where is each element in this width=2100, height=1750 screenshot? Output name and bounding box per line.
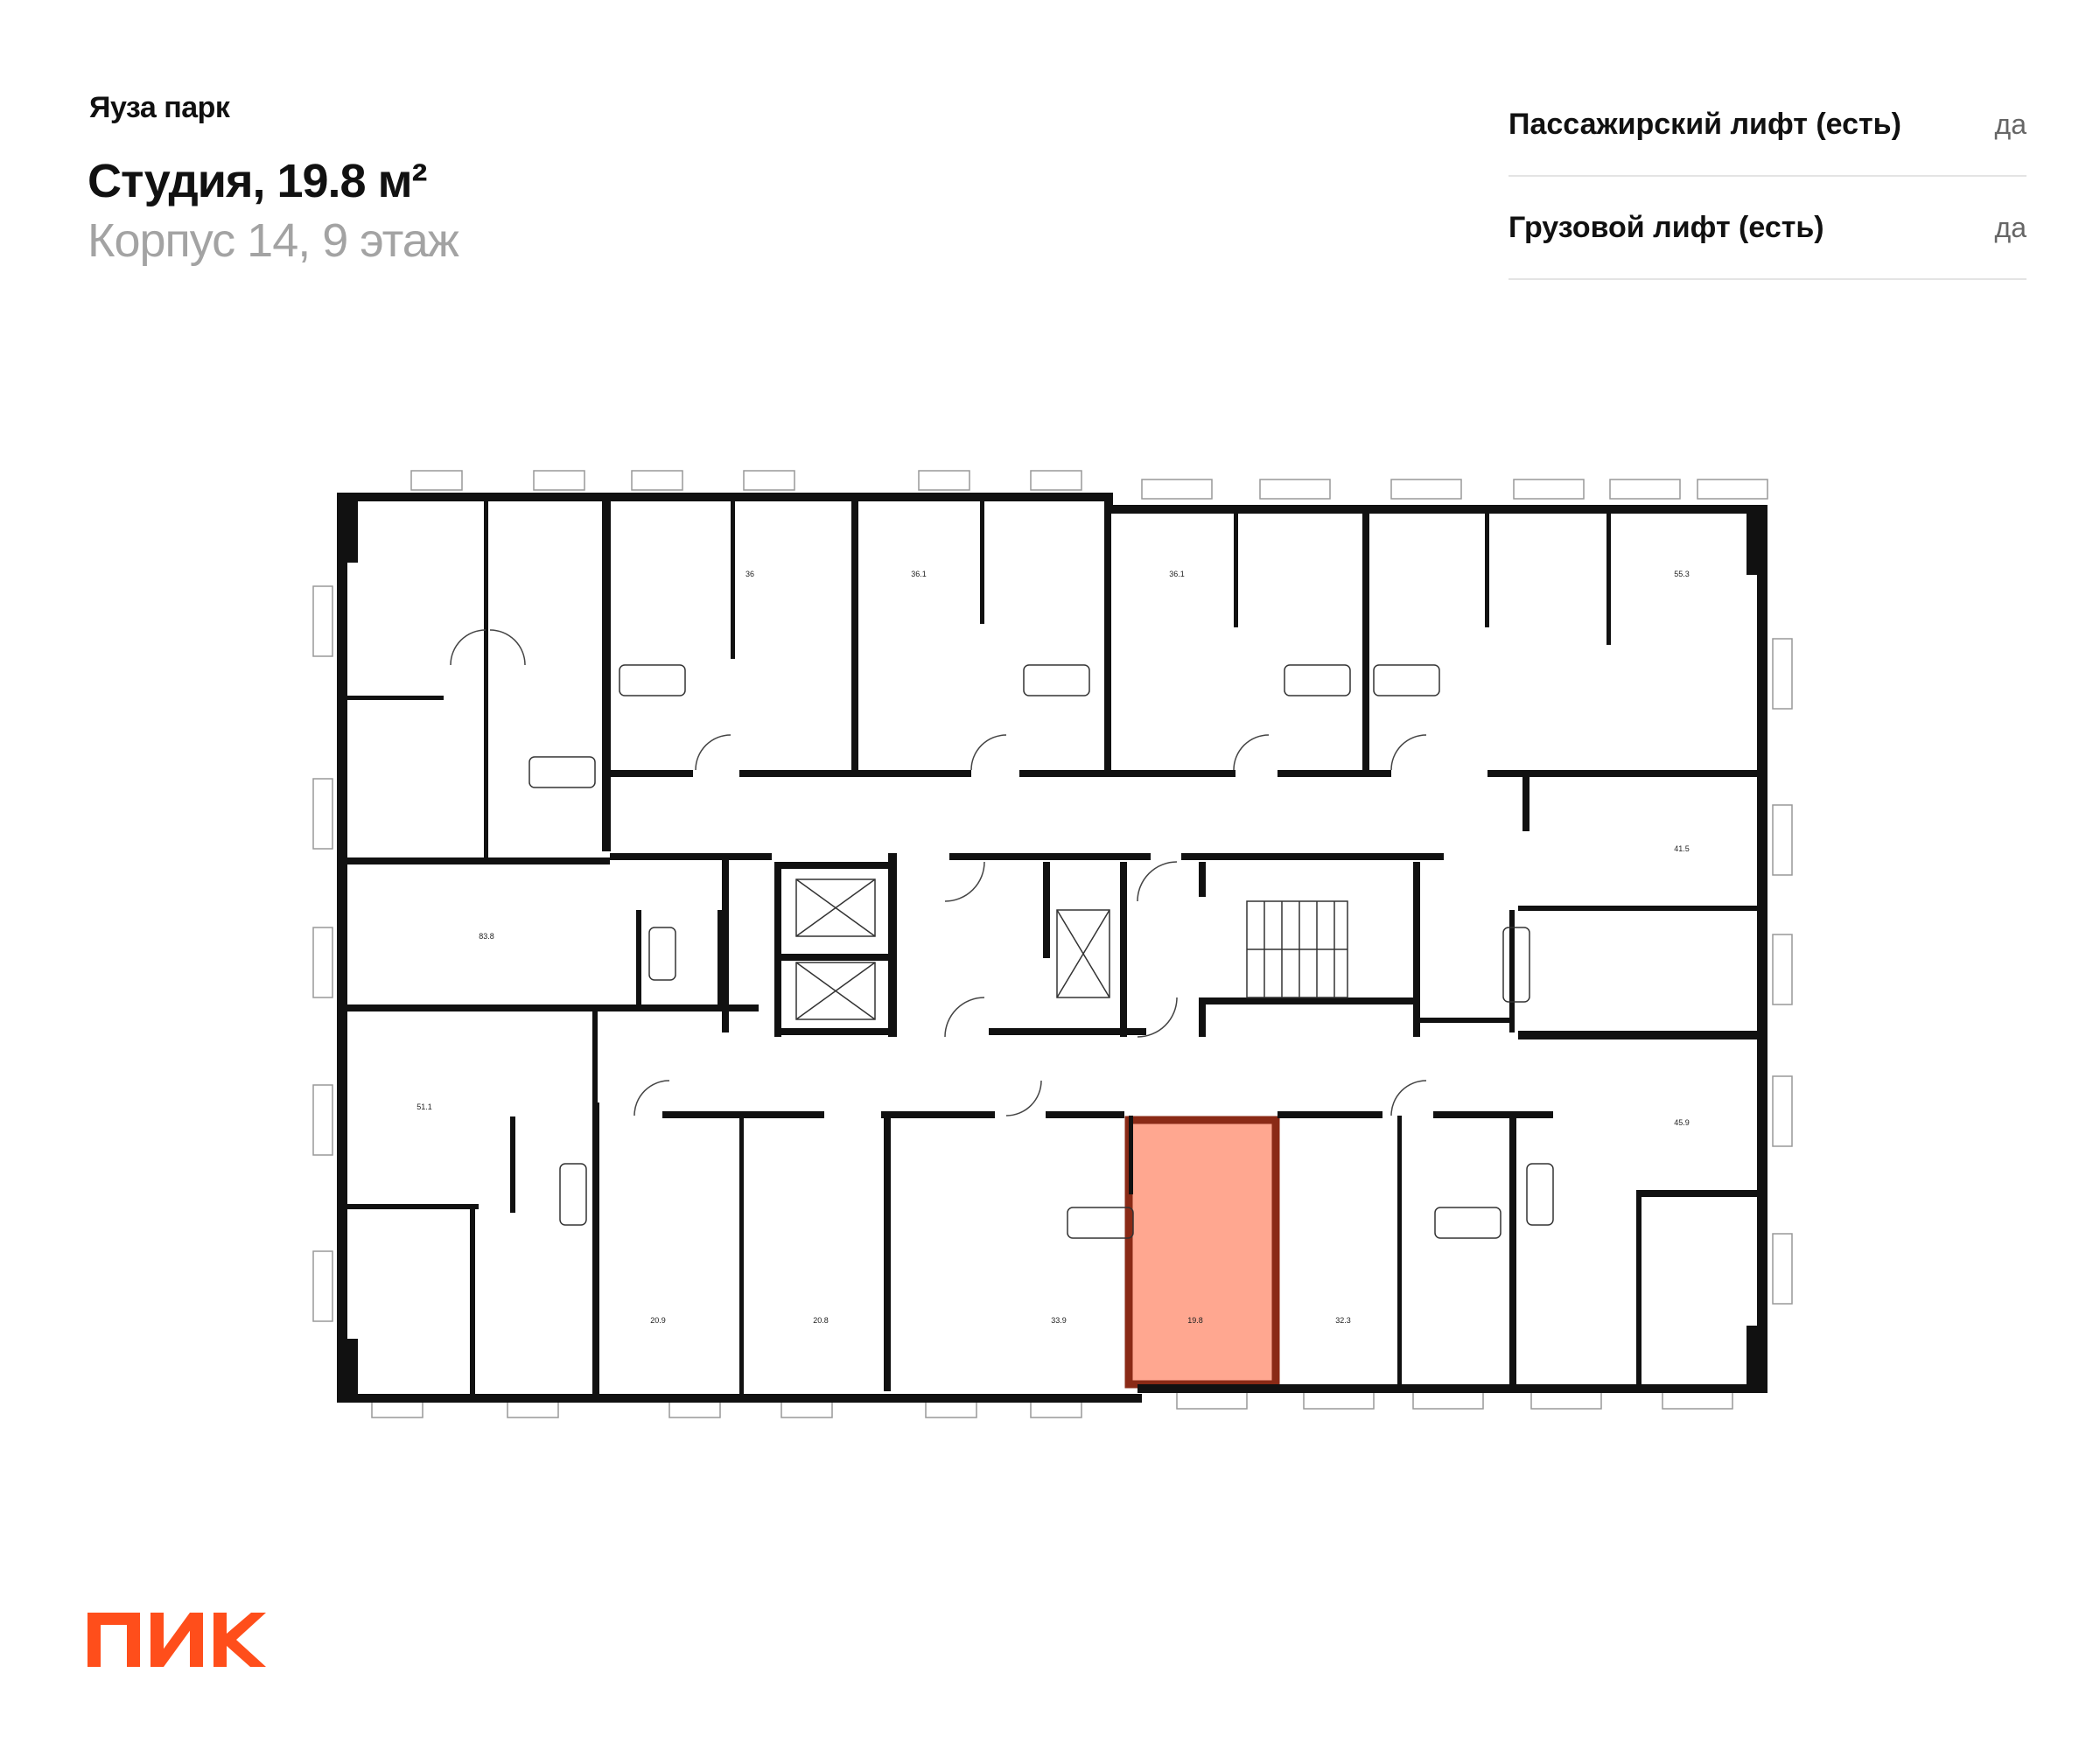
area-label: 55.3 bbox=[1674, 570, 1690, 578]
area-label: 51.1 bbox=[416, 1102, 432, 1111]
area-label: 36.1 bbox=[1169, 570, 1185, 578]
doors bbox=[450, 629, 1427, 1116]
feature-row-freight-lift: Грузовой лифт (есть) да bbox=[1508, 177, 2026, 280]
apartment-title: Студия, 19.8 м² bbox=[88, 155, 427, 207]
area-label: 20.9 bbox=[650, 1316, 666, 1325]
feature-value: да bbox=[1994, 211, 2026, 243]
stairs bbox=[1246, 900, 1348, 998]
area-label: 32.3 bbox=[1335, 1316, 1351, 1325]
area-labels: 36 36.1 36.1 55.3 41.5 83.8 51.1 45.9 20… bbox=[416, 570, 1690, 1325]
elevators bbox=[795, 878, 1110, 1020]
feature-value: да bbox=[1994, 108, 2026, 140]
feature-row-passenger-lift: Пассажирский лифт (есть) да bbox=[1508, 74, 2026, 177]
project-name: Яуза парк bbox=[89, 91, 230, 124]
area-label: 45.9 bbox=[1674, 1118, 1690, 1127]
windows bbox=[312, 470, 1793, 1418]
area-label: 20.8 bbox=[813, 1316, 829, 1325]
area-label: 36.1 bbox=[911, 570, 927, 578]
area-label: 83.8 bbox=[479, 932, 494, 941]
apartment-location: Корпус 14, 9 этаж bbox=[88, 214, 459, 267]
area-label: 41.5 bbox=[1674, 844, 1690, 853]
highlighted-apartment bbox=[1124, 1116, 1280, 1389]
feature-label: Пассажирский лифт (есть) bbox=[1508, 107, 1901, 141]
area-label: 36 bbox=[746, 570, 754, 578]
pik-logo bbox=[88, 1613, 266, 1667]
walls bbox=[337, 493, 1768, 1403]
area-label: 19.8 bbox=[1187, 1316, 1203, 1325]
features-list: Пассажирский лифт (есть) да Грузовой лиф… bbox=[1508, 74, 2026, 280]
area-label: 33.9 bbox=[1051, 1316, 1067, 1325]
feature-label: Грузовой лифт (есть) bbox=[1508, 210, 1824, 244]
bathroom-fixtures bbox=[528, 664, 1554, 1239]
